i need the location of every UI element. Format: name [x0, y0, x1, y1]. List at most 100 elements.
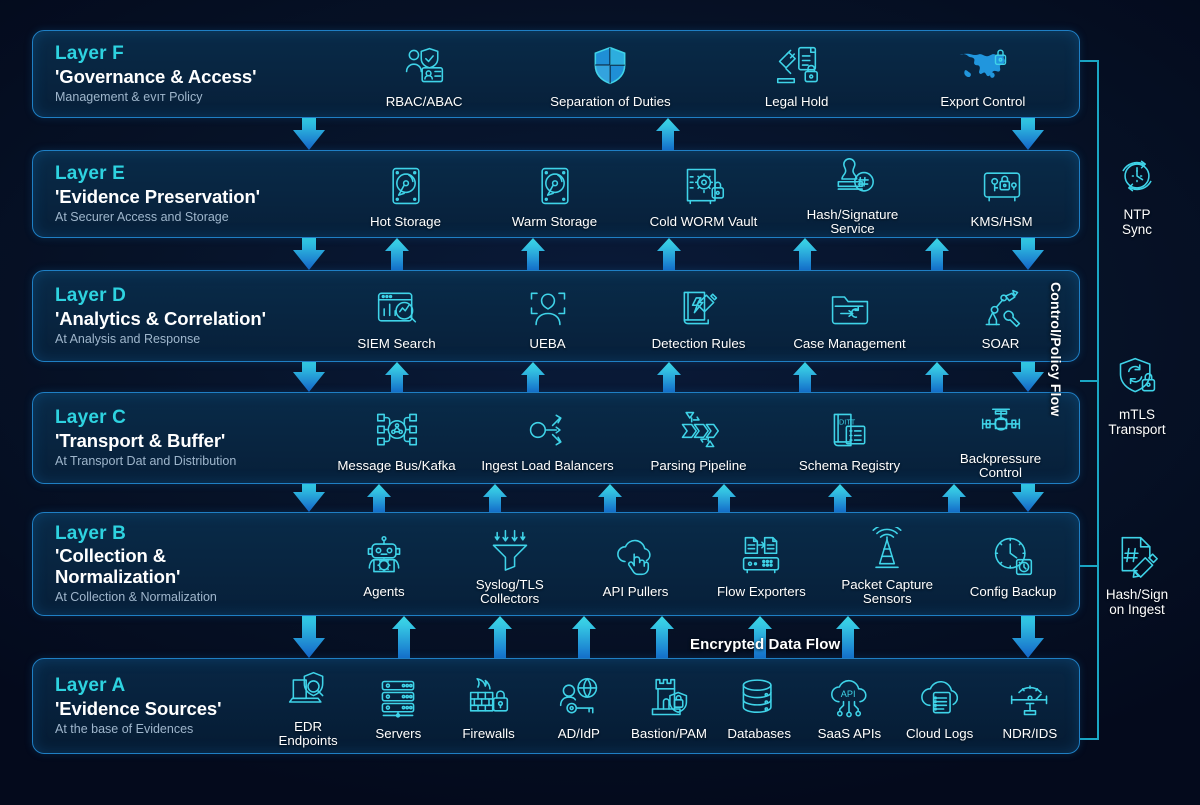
- node-label: KMS/HSM: [970, 213, 1033, 229]
- node-label: SOAR: [981, 335, 1020, 351]
- node-label: Cold WORM Vault: [649, 213, 758, 229]
- layer-title: 'Transport & Buffer': [55, 429, 226, 451]
- layer-band-layer-b[interactable]: Layer B'Collection & Normalization'At Co…: [32, 512, 1080, 616]
- node-flow-exporters[interactable]: Flow Exporters: [700, 529, 822, 599]
- parsing-pipeline-icon: [677, 403, 721, 457]
- node-label: Hot Storage: [370, 213, 441, 229]
- data-flow-up-arrow: [487, 616, 513, 658]
- node-label: Detection Rules: [651, 335, 746, 351]
- side-note-ntp-sync[interactable]: NTP Sync: [1085, 148, 1189, 237]
- node-parsing-pipeline[interactable]: Parsing Pipeline: [628, 403, 770, 473]
- node-label: Packet Capture Sensors: [841, 576, 934, 606]
- data-flow-up-arrow: [924, 238, 950, 270]
- node-separation-of-duties[interactable]: Separation of Duties: [525, 39, 695, 109]
- node-legal-hold[interactable]: Legal Hold: [712, 39, 882, 109]
- encrypted-data-flow-label: Encrypted Data Flow: [690, 636, 841, 653]
- data-flow-up-arrow: [482, 484, 508, 512]
- layer-subtitle: At Analysis and Response: [55, 331, 201, 346]
- rail-tick-layer-b: [1080, 565, 1099, 567]
- node-label: Cloud Logs: [906, 725, 974, 741]
- side-note-hash-sign-on-ingest[interactable]: Hash/Sign on Ingest: [1085, 528, 1189, 617]
- hard-disk-icon: [533, 159, 577, 213]
- outer-right-rail: [1097, 60, 1099, 740]
- node-api-pullers[interactable]: API Pullers: [575, 529, 697, 599]
- layer-band-layer-e[interactable]: Layer E'Evidence Preservation'At Securer…: [32, 150, 1080, 238]
- control-policy-flow-label: Control/Policy Flow: [1048, 282, 1064, 417]
- node-backpressure-control[interactable]: Backpressure Control: [930, 396, 1072, 481]
- safe-lock-icon: [682, 159, 726, 213]
- layer-subtitle: At Securer Access and Storage: [55, 209, 229, 224]
- node-warm-storage[interactable]: Warm Storage: [485, 159, 625, 229]
- node-agents[interactable]: Agents: [323, 529, 445, 599]
- rulebook-bolt-icon: [677, 281, 721, 335]
- node-ad-idp[interactable]: AD/IdP: [534, 671, 624, 741]
- side-note-mtls-transport[interactable]: mTLS Transport: [1085, 348, 1189, 437]
- robot-icon: [362, 529, 406, 583]
- node-cold-worm-vault[interactable]: Cold WORM Vault: [634, 159, 774, 229]
- control-flow-down-arrow: [291, 484, 327, 512]
- firewall-lock-icon: [467, 671, 511, 725]
- data-flow-up-arrow: [711, 484, 737, 512]
- laptop-shield-search-icon: [286, 664, 330, 718]
- dashboard-search-icon: [375, 281, 419, 335]
- node-syslog-tls-collectors[interactable]: Syslog/TLS Collectors: [449, 522, 571, 607]
- layer-title: 'Governance & Access': [55, 65, 257, 87]
- node-detection-rules[interactable]: Detection Rules: [629, 281, 769, 351]
- node-kms-hsm[interactable]: KMS/HSM: [932, 159, 1072, 229]
- node-hot-storage[interactable]: Hot Storage: [336, 159, 476, 229]
- data-flow-up-arrow: [384, 238, 410, 270]
- data-flow-up-arrow: [792, 362, 818, 392]
- data-flow-up-arrow: [520, 238, 546, 270]
- node-message-bus-kafka[interactable]: Message Bus/Kafka: [326, 403, 468, 473]
- node-label: Schema Registry: [798, 457, 901, 473]
- node-cloud-logs[interactable]: Cloud Logs: [895, 671, 985, 741]
- node-databases[interactable]: Databases: [714, 671, 804, 741]
- data-flow-up-arrow: [655, 118, 681, 150]
- node-firewalls[interactable]: Firewalls: [443, 671, 533, 741]
- node-ingest-load-balancers[interactable]: Ingest Load Balancers: [477, 403, 619, 473]
- layer-band-layer-a[interactable]: Layer A'Evidence Sources'At the base of …: [32, 658, 1080, 754]
- node-label: EDR Endpoints: [278, 718, 338, 748]
- node-label: Legal Hold: [764, 93, 829, 109]
- node-siem-search[interactable]: SIEM Search: [327, 281, 467, 351]
- node-case-management[interactable]: Case Management: [780, 281, 920, 351]
- rail-tick-layer-f: [1080, 60, 1099, 62]
- node-bastion-pam[interactable]: Bastion/PAM: [624, 671, 714, 741]
- node-label: Case Management: [793, 335, 906, 351]
- node-config-backup[interactable]: Config Backup: [952, 529, 1074, 599]
- node-label: Separation of Duties: [550, 93, 671, 109]
- node-packet-capture-sensors[interactable]: Packet Capture Sensors: [826, 522, 948, 607]
- layer-id: Layer F: [55, 43, 124, 65]
- node-label: Servers: [375, 725, 422, 741]
- node-rbac-abac[interactable]: RBAC/ABAC: [339, 39, 509, 109]
- svg-text:API: API: [841, 689, 856, 699]
- node-hash-signature-service[interactable]: Hash/Signature Service: [783, 152, 923, 237]
- layer-band-layer-f[interactable]: Layer F'Governance & Access'Management &…: [32, 30, 1080, 118]
- robot-arm-wrench-icon: [979, 281, 1023, 335]
- load-balancer-icon: [526, 403, 570, 457]
- layer-band-layer-d[interactable]: Layer D'Analytics & Correlation' At Analy…: [32, 270, 1080, 362]
- node-export-control[interactable]: Export Control: [898, 39, 1068, 109]
- node-ndr-ids[interactable]: NDR/IDS: [985, 671, 1075, 741]
- clock-backup-icon: [991, 529, 1035, 583]
- layer-header: Layer D'Analytics & Correlation' At Analy…: [33, 271, 333, 361]
- node-edr-endpoints[interactable]: EDR Endpoints: [263, 664, 353, 749]
- layer-id: Layer A: [55, 675, 126, 697]
- server-rack-icon: [376, 671, 420, 725]
- data-flow-up-arrow: [366, 484, 392, 512]
- layer-band-layer-c[interactable]: Layer C'Transport & Buffer'At Transport …: [32, 392, 1080, 484]
- layer-title: 'Evidence Sources': [55, 697, 222, 719]
- data-flow-up-arrow: [924, 362, 950, 392]
- layer-title: 'Analytics & Correlation': [55, 307, 266, 329]
- node-servers[interactable]: Servers: [353, 671, 443, 741]
- data-flow-up-arrow: [656, 362, 682, 392]
- layer-id: Layer D: [55, 285, 127, 307]
- layer-header: Layer F'Governance & Access'Management &…: [33, 31, 333, 117]
- node-ueba[interactable]: UEBA: [478, 281, 618, 351]
- node-soar[interactable]: SOAR: [931, 281, 1071, 351]
